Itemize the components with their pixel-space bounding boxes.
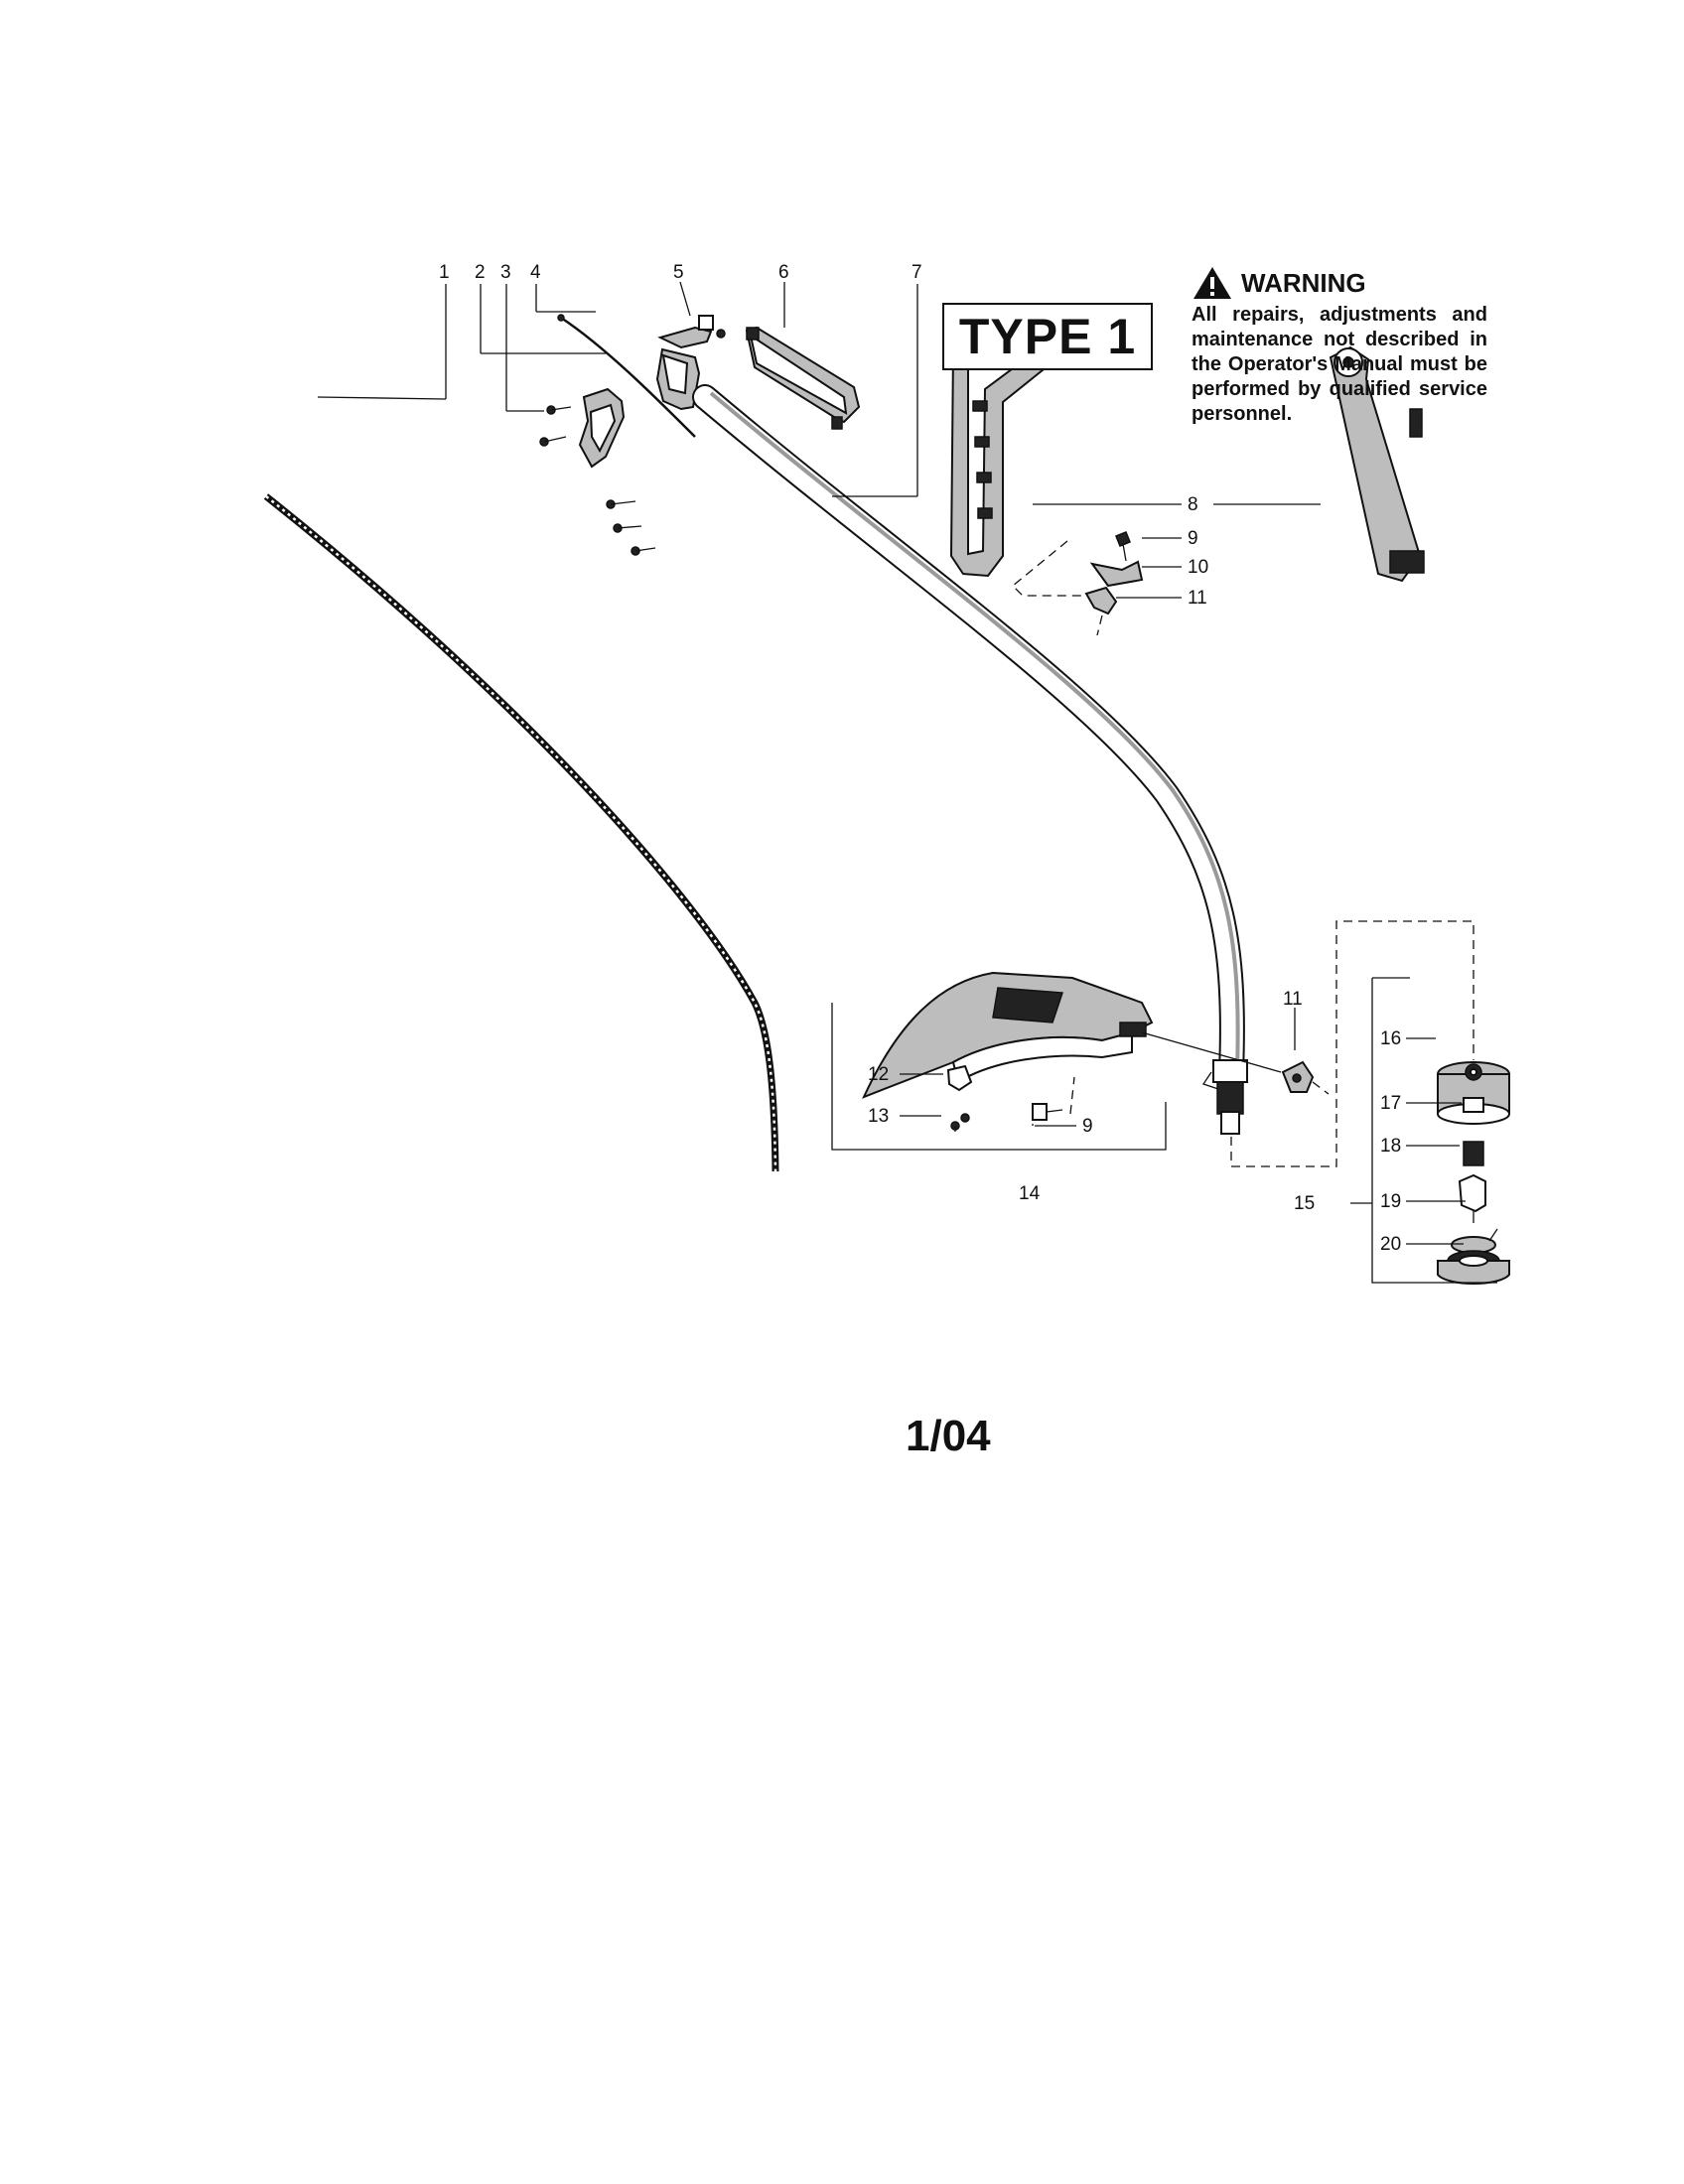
date-code: 1/04 [906,1412,991,1460]
callout-18: 18 [1380,1136,1401,1157]
callout-11: 11 [1188,588,1207,609]
callout-6: 6 [778,262,789,283]
callout-13: 13 [868,1106,889,1127]
handle-bracket-part [1329,345,1425,583]
wing-nut-part [1141,1031,1330,1095]
callout-16: 16 [1380,1028,1401,1049]
callout-19: 19 [1380,1191,1401,1212]
callout-14: 14 [1019,1183,1041,1204]
callout-8: 8 [1188,494,1198,515]
callout-11-lower: 11 [1283,989,1303,1010]
handle-hardware-parts [1012,531,1144,636]
callout-7: 7 [912,262,922,283]
callout-20: 20 [1380,1234,1401,1255]
warning-icon [1193,267,1231,299]
drive-shaft-part [263,493,779,1172]
warning-notice: WARNING All repairs, adjustments and mai… [1192,265,1491,427]
callout-3: 3 [500,262,511,283]
shaft-housing-part [745,326,861,430]
callout-9: 9 [1188,528,1198,549]
type-label-box: TYPE 1 [942,303,1153,370]
callout-12: 12 [868,1064,889,1085]
callout-4: 4 [530,262,541,283]
callout-2: 2 [475,262,486,283]
warning-title: WARNING [1241,267,1366,298]
callout-5: 5 [673,262,684,283]
guard-part [862,971,1154,1132]
throttle-housing-part [539,314,701,556]
type-label: TYPE 1 [958,309,1137,364]
trimmer-head-parts [1437,1061,1510,1285]
callout-9-lower: 9 [1082,1116,1093,1137]
warning-header: WARNING [1192,265,1491,301]
callout-10: 10 [1188,557,1208,578]
callout-15: 15 [1294,1193,1315,1214]
callout-1: 1 [439,262,450,283]
assembly-lines [1230,920,1497,1284]
shaft-tube-part [692,384,1248,1135]
lockout-lever-part [657,315,726,349]
callout-17: 17 [1380,1093,1401,1114]
leader-lines [317,281,1466,1245]
warning-text: All repairs, adjustments and maintenance… [1192,304,1487,425]
callout-numbers: 1 2 3 4 5 6 7 8 9 10 11 11 12 13 9 14 15… [439,262,1401,1255]
